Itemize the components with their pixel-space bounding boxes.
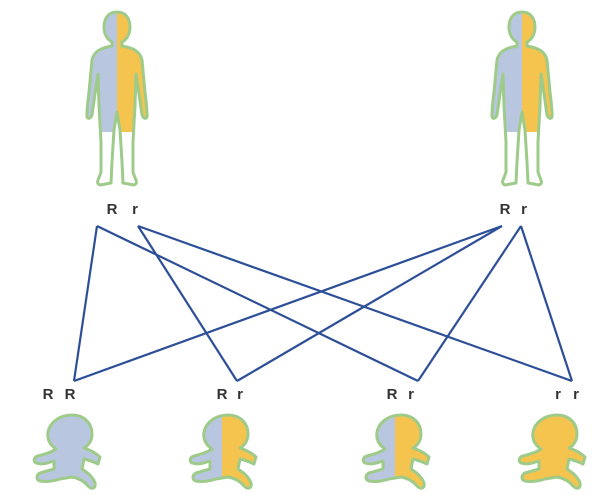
cross-line <box>417 225 522 382</box>
offspring-2-allele-2: r <box>237 386 243 403</box>
offspring-3: R r <box>361 386 431 490</box>
offspring-1: R R <box>32 386 102 490</box>
parent-left: R r <box>85 10 149 218</box>
cross-line <box>519 225 574 382</box>
offspring-4: r r <box>517 386 587 490</box>
parent-right-allele-2: r <box>521 201 527 218</box>
cross-line <box>73 224 503 383</box>
offspring-2: R r <box>188 386 258 490</box>
baby-icon <box>32 413 102 490</box>
offspring-2-allele-1: R <box>217 386 228 403</box>
cross-line <box>137 224 573 383</box>
cross-line <box>137 225 238 382</box>
parent-right: R r <box>490 10 554 218</box>
cross-line <box>96 225 419 382</box>
cross-lines <box>72 224 574 383</box>
cross-line <box>236 225 503 382</box>
baby-icon <box>517 413 587 490</box>
offspring-3-allele-1: R <box>387 386 398 403</box>
offspring-1-allele-2: R <box>65 386 76 403</box>
parent-right-allele-1: R <box>500 201 511 218</box>
offspring-3-allele-2: r <box>408 386 414 403</box>
parent-left-allele-2: r <box>132 201 138 218</box>
human-figure-icon <box>490 10 554 187</box>
offspring-4-allele-2: r <box>573 386 579 403</box>
offspring-4-allele-1: r <box>555 386 561 403</box>
human-figure-icon <box>85 10 149 187</box>
offspring-1-allele-1: R <box>43 386 54 403</box>
baby-icon <box>361 413 431 490</box>
baby-icon <box>188 413 258 490</box>
cross-line <box>72 225 99 382</box>
parent-left-allele-1: R <box>107 201 118 218</box>
